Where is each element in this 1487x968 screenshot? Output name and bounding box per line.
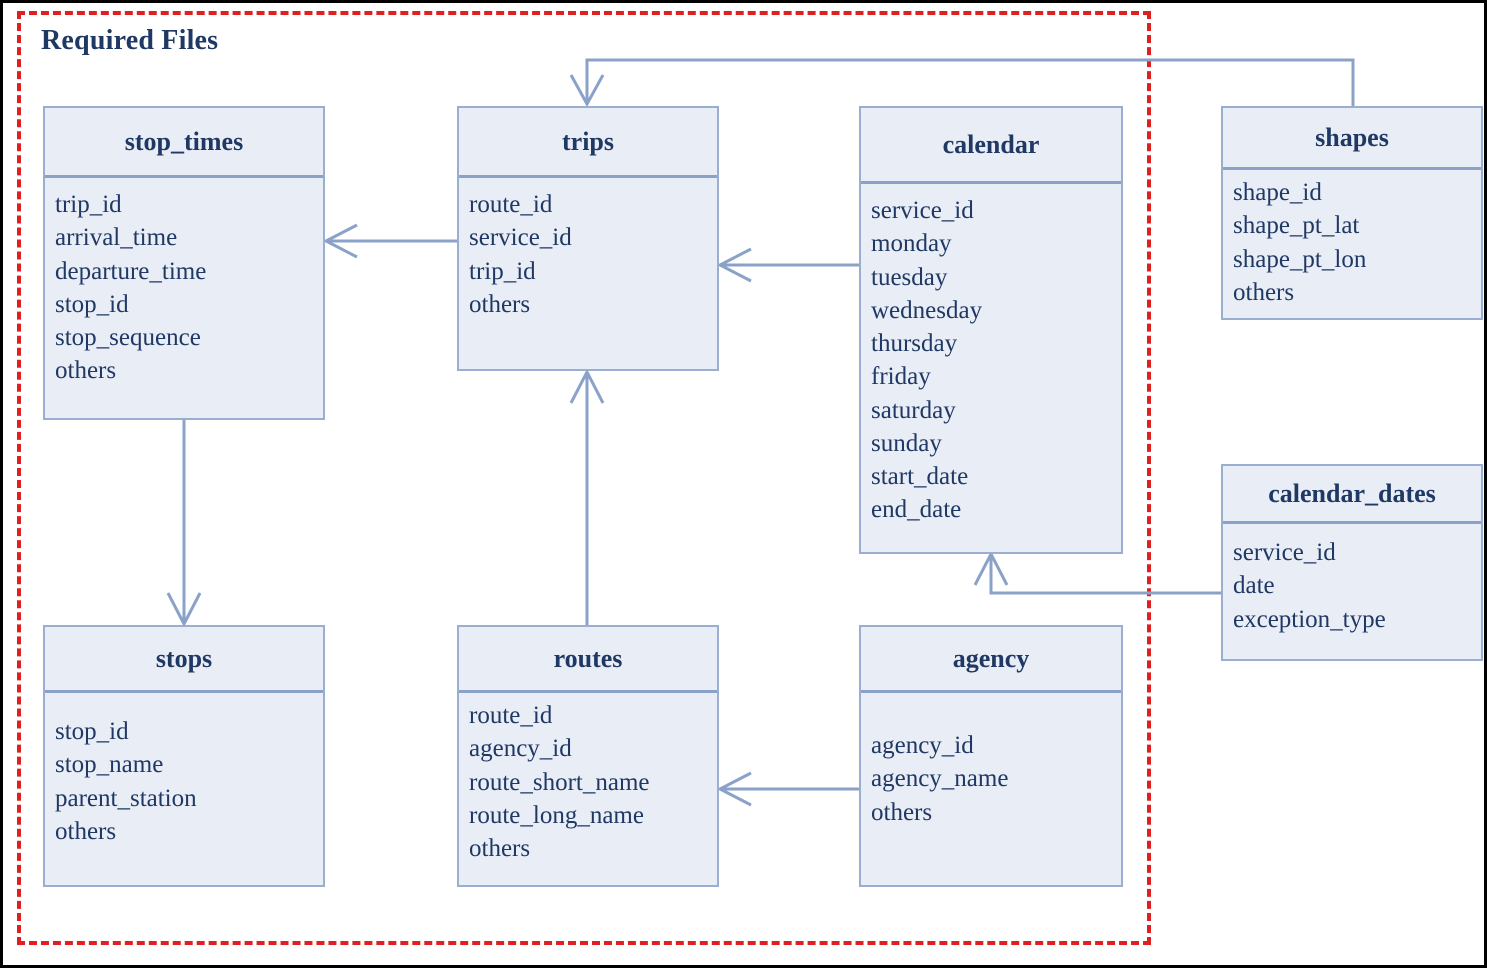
- field: route_long_name: [469, 801, 644, 829]
- entity-shapes[interactable]: shapes shape_id shape_pt_lat shape_pt_lo…: [1221, 106, 1483, 320]
- entity-stop-times-fields: trip_id arrival_time departure_time stop…: [45, 178, 323, 388]
- entity-trips-fields: route_id service_id trip_id others: [459, 178, 717, 321]
- arrowhead-agency-routes: [716, 771, 752, 807]
- entity-calendar[interactable]: calendar service_id monday tuesday wedne…: [859, 106, 1123, 554]
- field: others: [469, 290, 531, 318]
- entity-routes-fields: route_id agency_id route_short_name rout…: [459, 693, 717, 865]
- entity-calendar-fields: service_id monday tuesday wednesday thur…: [861, 184, 1121, 527]
- entity-calendar-dates-fields: service_id date exception_type: [1223, 524, 1481, 636]
- entity-trips[interactable]: trips route_id service_id trip_id others: [457, 106, 719, 371]
- field: route_id: [469, 191, 553, 218]
- field: route_id: [469, 702, 553, 729]
- entity-trips-title: trips: [459, 108, 717, 178]
- field: monday: [871, 230, 952, 258]
- entity-stop-times[interactable]: stop_times trip_id arrival_time departur…: [43, 106, 325, 420]
- field: trip_id: [469, 257, 536, 285]
- field: agency_id: [871, 732, 974, 759]
- arrowhead-routes-trips: [569, 368, 605, 404]
- entity-stop-times-title: stop_times: [45, 108, 323, 178]
- field: others: [55, 357, 117, 385]
- entity-stops-title: stops: [45, 627, 323, 693]
- entity-shapes-fields: shape_id shape_pt_lat shape_pt_lon other…: [1223, 170, 1481, 309]
- field: stop_id: [55, 290, 129, 318]
- field: saturday: [871, 396, 956, 424]
- entity-stops[interactable]: stops stop_id stop_name parent_station o…: [43, 625, 325, 887]
- boundary-title: Required Files: [41, 25, 219, 56]
- field: shape_pt_lat: [1233, 212, 1360, 240]
- field: service_id: [469, 224, 572, 252]
- field: thursday: [871, 330, 958, 357]
- field: agency_id: [469, 735, 572, 763]
- field: route_short_name: [469, 768, 650, 796]
- entity-agency[interactable]: agency agency_id agency_name others: [859, 625, 1123, 887]
- entity-calendar-dates-title: calendar_dates: [1223, 466, 1481, 524]
- entity-stops-fields: stop_id stop_name parent_station others: [45, 693, 323, 848]
- field: parent_station: [55, 784, 197, 812]
- field: friday: [871, 363, 931, 391]
- field: stop_name: [55, 751, 164, 779]
- field: wednesday: [871, 296, 983, 324]
- arrowhead-calendar-trips: [716, 247, 752, 283]
- field: service_id: [1233, 539, 1336, 566]
- field: departure_time: [55, 257, 207, 285]
- entity-calendar-dates[interactable]: calendar_dates service_id date exception…: [1221, 464, 1483, 661]
- arrowhead-stoptimes-stops: [166, 592, 202, 628]
- field: others: [469, 835, 531, 862]
- field: stop_id: [55, 718, 129, 745]
- field: end_date: [871, 496, 962, 524]
- field: shape_id: [1233, 179, 1322, 206]
- field: exception_type: [1233, 605, 1386, 633]
- field: trip_id: [55, 191, 122, 218]
- field: others: [55, 817, 117, 845]
- arrowhead-trips-stoptimes: [322, 223, 358, 259]
- field: others: [871, 798, 933, 826]
- entity-shapes-title: shapes: [1223, 108, 1481, 170]
- entity-routes-title: routes: [459, 627, 717, 693]
- field: stop_sequence: [55, 324, 201, 351]
- entity-routes[interactable]: routes route_id agency_id route_short_na…: [457, 625, 719, 887]
- entity-agency-fields: agency_id agency_name others: [861, 693, 1121, 829]
- entity-agency-title: agency: [861, 627, 1121, 693]
- field: others: [1233, 278, 1295, 306]
- field: arrival_time: [55, 224, 178, 252]
- field: agency_name: [871, 765, 1009, 793]
- field: date: [1233, 572, 1275, 600]
- field: service_id: [871, 197, 974, 224]
- entity-calendar-title: calendar: [861, 108, 1121, 184]
- connector-shapes-trips: [585, 58, 1355, 106]
- field: tuesday: [871, 263, 948, 291]
- field: shape_pt_lon: [1233, 245, 1367, 273]
- connector-calendardates-calendar: [989, 556, 1221, 595]
- field: sunday: [871, 429, 942, 457]
- field: start_date: [871, 463, 969, 490]
- arrowhead-calendardates-calendar: [973, 550, 1009, 586]
- arrowhead-shapes-trips: [569, 74, 605, 108]
